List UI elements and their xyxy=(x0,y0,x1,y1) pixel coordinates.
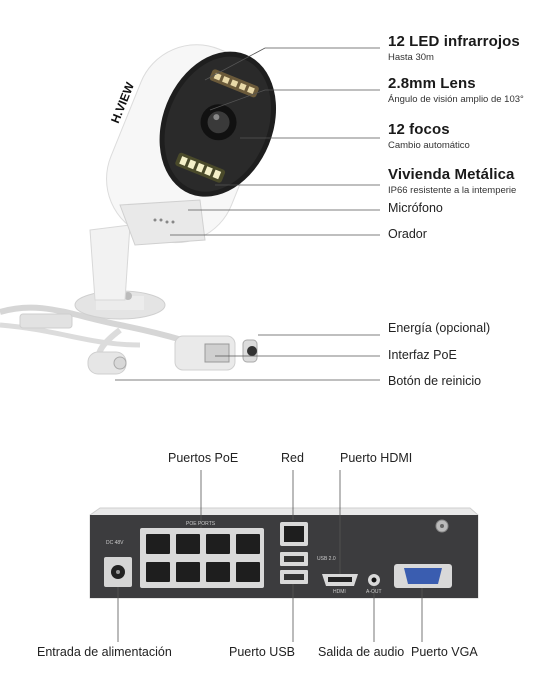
label-power-input: Entrada de alimentación xyxy=(37,645,172,659)
panel-text-hdmi: HDMI xyxy=(333,589,346,595)
feature-housing-subtitle: IP66 resistente a la intemperie xyxy=(388,185,517,196)
label-microphone: Micrófono xyxy=(388,201,443,215)
feature-spotlight-title: 12 focos xyxy=(388,121,450,138)
feature-ir-subtitle: Hasta 30m xyxy=(388,52,434,63)
panel-text-poe: POE PORTS xyxy=(186,521,216,527)
label-network: Red xyxy=(281,451,304,465)
label-poe-interface: Interfaz PoE xyxy=(388,348,457,362)
label-audio-out: Salida de audio xyxy=(318,645,405,659)
panel-text-audio: A-OUT xyxy=(366,589,382,595)
label-vga-port: Puerto VGA xyxy=(411,645,478,659)
label-poe-ports: Puertos PoE xyxy=(168,451,239,465)
label-hdmi-port: Puerto HDMI xyxy=(340,451,413,465)
panel-text-dc: DC 48V xyxy=(106,540,124,546)
feature-lens-title: 2.8mm Lens xyxy=(388,75,476,92)
label-usb-port: Puerto USB xyxy=(229,645,296,659)
panel-text-usb: USB 2.0 xyxy=(317,556,336,562)
feature-ir-title: 12 LED infrarrojos xyxy=(388,33,520,50)
label-reset-button: Botón de reinicio xyxy=(388,374,482,388)
label-speaker: Orador xyxy=(388,227,427,241)
feature-housing-title: Vivienda Metálica xyxy=(388,166,515,183)
feature-lens-subtitle: Ángulo de visión amplio de 103° xyxy=(388,94,524,105)
feature-spotlight-subtitle: Cambio automático xyxy=(388,140,470,151)
label-power: Energía (opcional) xyxy=(388,321,491,335)
